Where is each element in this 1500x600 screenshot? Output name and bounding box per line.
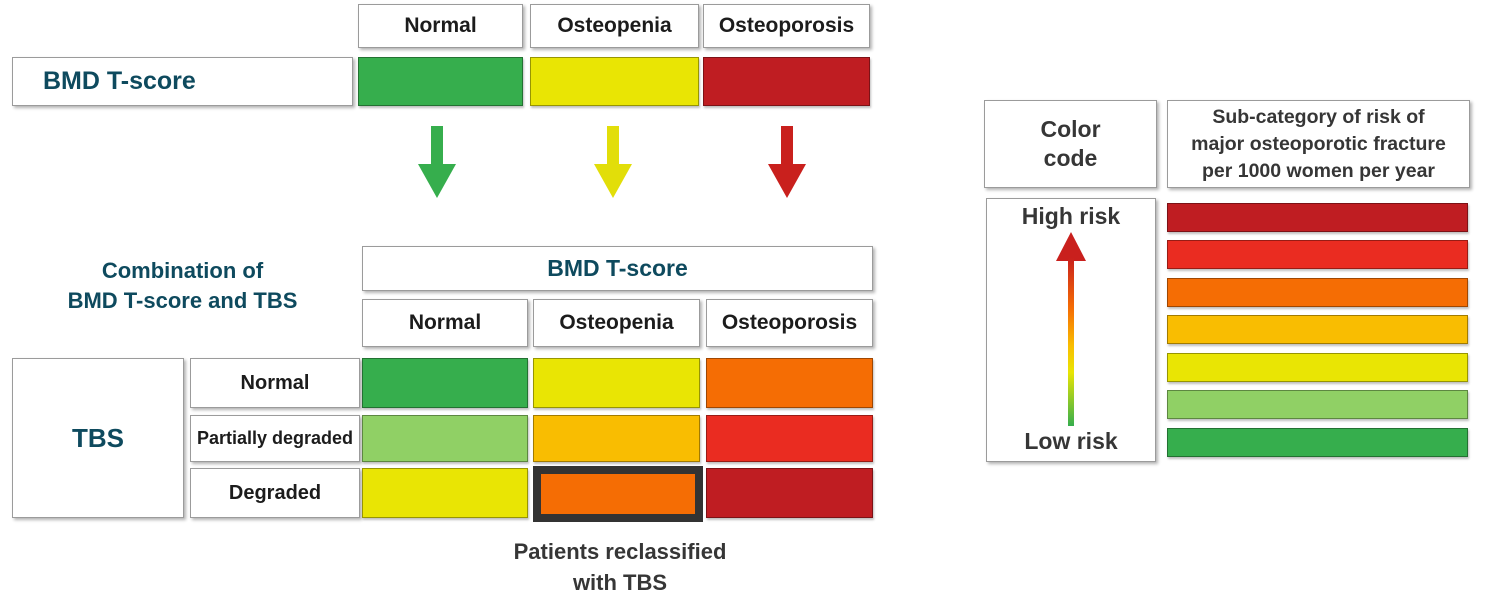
risk-header-line3: per 1000 women per year [1201,159,1436,182]
bmd-cell-normal [358,57,523,106]
risk-header-line1: Sub-category of risk of [1212,105,1425,128]
legend-bar-7 [1167,428,1468,457]
tbs-row-label-normal: Normal [190,358,360,408]
patients-reclassified-note: Patients reclassified with TBS [450,536,790,598]
legend-bar-5 [1167,353,1468,382]
color-code-line2: code [1043,145,1098,171]
bmd-cell-osteoporosis [703,57,870,106]
combination-cell-normal-normal [362,358,528,408]
high-risk-label: High risk [1021,203,1121,229]
down-arrow-red-icon [768,126,806,198]
risk-gradient-arrow-icon [1056,232,1086,426]
color-code-line1: Color [1040,116,1101,142]
combination-cell-partial-osteopenia [533,415,700,462]
top-column-header-osteopenia: Osteopenia [530,4,699,48]
bmd-cell-osteopenia [530,57,699,106]
tbs-row-label-partially-degraded: Partially degraded [190,415,360,462]
combination-cell-normal-osteopenia [533,358,700,408]
tbs-side-label: TBS [12,358,184,518]
combination-caption-line1: Combination of [101,258,264,283]
risk-header-line2: major osteoporotic fracture [1191,132,1446,155]
legend-bar-1 [1167,203,1468,232]
top-column-header-normal: Normal [358,4,523,48]
combination-column-header-osteoporosis: Osteoporosis [706,299,873,347]
legend-bar-4 [1167,315,1468,344]
patients-reclassified-line2: with TBS [572,570,668,595]
down-arrow-green-icon [418,126,456,198]
combination-cell-partial-osteoporosis [706,415,873,462]
risk-subcategory-header: Sub-category of risk of major osteoporot… [1167,100,1470,188]
bmd-tscore-row-label: BMD T-score [12,57,353,106]
combination-cell-degraded-osteoporosis [706,468,873,518]
tbs-row-label-degraded: Degraded [190,468,360,518]
down-arrow-yellow-icon [594,126,632,198]
combination-column-header-osteopenia: Osteopenia [533,299,700,347]
legend-bar-2 [1167,240,1468,269]
combination-cell-partial-normal [362,415,528,462]
low-risk-label: Low risk [1024,428,1118,454]
combination-cell-degraded-normal [362,468,528,518]
combination-caption: Combination of BMD T-score and TBS [15,256,350,316]
combination-cell-normal-osteoporosis [706,358,873,408]
combination-column-header-normal: Normal [362,299,528,347]
top-column-header-osteoporosis: Osteoporosis [703,4,870,48]
combination-cell-degraded-osteopenia-highlighted [533,466,703,522]
combination-table-header: BMD T-score [362,246,873,291]
patients-reclassified-line1: Patients reclassified [513,539,727,564]
legend-bar-3 [1167,278,1468,307]
color-code-header: Color code [984,100,1157,188]
combination-caption-line2: BMD T-score and TBS [67,288,298,313]
legend-bar-6 [1167,390,1468,419]
